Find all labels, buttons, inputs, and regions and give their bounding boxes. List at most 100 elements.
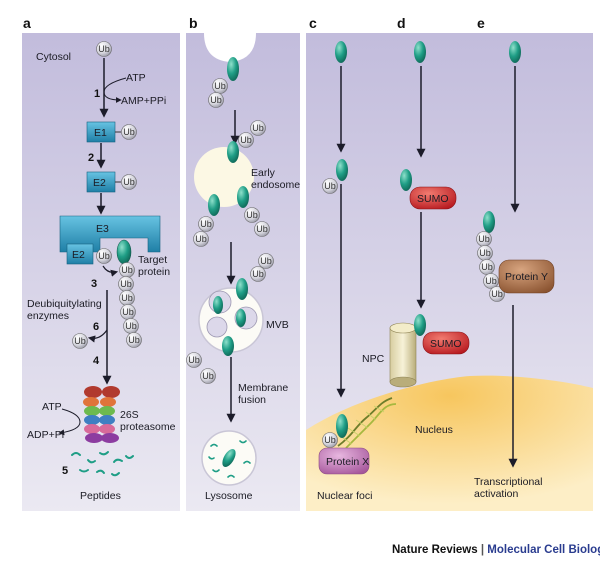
ub-molecule: Ub (244, 207, 260, 223)
svg-text:Ub: Ub (214, 81, 226, 91)
panel-letter-b: b (189, 15, 198, 31)
svg-text:Ub: Ub (478, 234, 490, 244)
atp-hydrolysis-arc (58, 408, 81, 436)
ub-molecule: Ub (96, 41, 112, 57)
protein-x-box (318, 447, 370, 475)
ub-molecule: Ub (254, 221, 270, 237)
svg-text:Ub: Ub (210, 95, 222, 105)
svg-text:Ub: Ub (202, 371, 214, 381)
mvb-protein (236, 278, 248, 300)
svg-text:Ub: Ub (256, 224, 268, 234)
protein-y-cytosolic (509, 41, 521, 63)
e2-label: E2 (93, 177, 106, 189)
proteasome-26s (83, 386, 120, 443)
step-1-label: 1 (94, 88, 100, 100)
step-5-label: 5 (62, 465, 68, 477)
nucleus-region (306, 375, 593, 511)
svg-text:Ub: Ub (122, 307, 134, 317)
svg-text:Ub: Ub (128, 335, 140, 345)
e1-label: E1 (94, 127, 107, 139)
ub-molecule: Ub (250, 120, 266, 136)
ub-molecule: Ub (489, 286, 505, 302)
ub-molecule: Ub (126, 332, 142, 348)
degraded-fragments (208, 440, 251, 478)
mvb-protein (213, 296, 223, 314)
svg-text:Ub: Ub (252, 269, 264, 279)
ub-molecule: Ub (322, 432, 338, 448)
ub-molecule: Ub (322, 178, 338, 194)
ub-molecule: Ub (193, 231, 209, 247)
ub-molecule: Ub (186, 352, 202, 368)
protein-x-cytosolic (335, 41, 347, 63)
peptides-label: Peptides (80, 490, 121, 502)
e3-label: E3 (96, 223, 109, 235)
ub-molecule: Ub (121, 174, 137, 190)
ub-molecule: Ub (258, 253, 274, 269)
npc-top (389, 322, 417, 334)
amp-ppi-label: AMP+PPi (121, 95, 166, 107)
ub-molecule: Ub (119, 290, 135, 306)
mvb-label: MVB (266, 319, 289, 331)
ub-molecule: Ub (72, 333, 88, 349)
intraluminal-vesicle (206, 316, 228, 338)
journal-section: Molecular Cell Biology (487, 544, 600, 556)
svg-text:Ub: Ub (479, 248, 491, 258)
npc-protein (414, 314, 426, 336)
svg-text:Ub: Ub (98, 44, 110, 54)
atp-consumption-arc (103, 77, 127, 103)
endosome-protein (208, 194, 220, 216)
protein-y-label: Protein Y (505, 271, 548, 283)
svg-text:Ub: Ub (240, 135, 252, 145)
svg-text:Ub: Ub (74, 336, 86, 346)
ub-molecule: Ub (483, 273, 499, 289)
sumoylated-protein (400, 169, 412, 191)
svg-text:Ub: Ub (252, 123, 264, 133)
svg-text:Ub: Ub (481, 262, 493, 272)
svg-text:Ub: Ub (200, 219, 212, 229)
svg-text:Ub: Ub (188, 355, 200, 365)
credit-separator: | (480, 544, 485, 556)
ub-molecule: Ub (208, 92, 224, 108)
nuclear-pore-complex (389, 327, 417, 383)
svg-text:Ub: Ub (485, 276, 497, 286)
e2-e3-label: E2 (72, 249, 85, 261)
ub-molecule: Ub (212, 78, 228, 94)
journal-name: Nature Reviews (392, 544, 478, 556)
panel-letter-c: c (309, 15, 317, 31)
panel-b-background (186, 33, 300, 511)
step-4-label: 4 (93, 355, 100, 367)
ub-molecule: Ub (123, 318, 139, 334)
npc-label: NPC (362, 353, 385, 365)
ub-molecule: Ub (120, 304, 136, 320)
svg-text:Ub: Ub (491, 289, 503, 299)
peptide-fragments (71, 451, 134, 477)
sumo-box-1 (409, 186, 457, 210)
sumo-label-2: SUMO (430, 338, 462, 350)
lysosome-label: Lysosome (205, 490, 253, 502)
ub-molecule: Ub (479, 259, 495, 275)
dna-helix (337, 397, 397, 449)
nucleus-label: Nucleus (415, 424, 453, 436)
step-3-label: 3 (91, 278, 97, 290)
npc-bottom (389, 376, 417, 388)
journal-credit: Nature Reviews | Molecular Cell Biology (392, 544, 600, 556)
sumo-target-protein (414, 41, 426, 63)
ub-molecule: Ub (477, 245, 493, 261)
svg-text:Ub: Ub (125, 321, 137, 331)
svg-text:Ub: Ub (120, 279, 132, 289)
sumo-label-1: SUMO (417, 193, 449, 205)
endosome-protein (237, 186, 249, 208)
e2-e3-box (66, 243, 94, 265)
ub-molecule: Ub (121, 124, 137, 140)
ub-molecule: Ub (200, 368, 216, 384)
mvb-protein (236, 309, 246, 327)
sumo-box-2 (422, 331, 470, 355)
svg-text:Ub: Ub (246, 210, 258, 220)
